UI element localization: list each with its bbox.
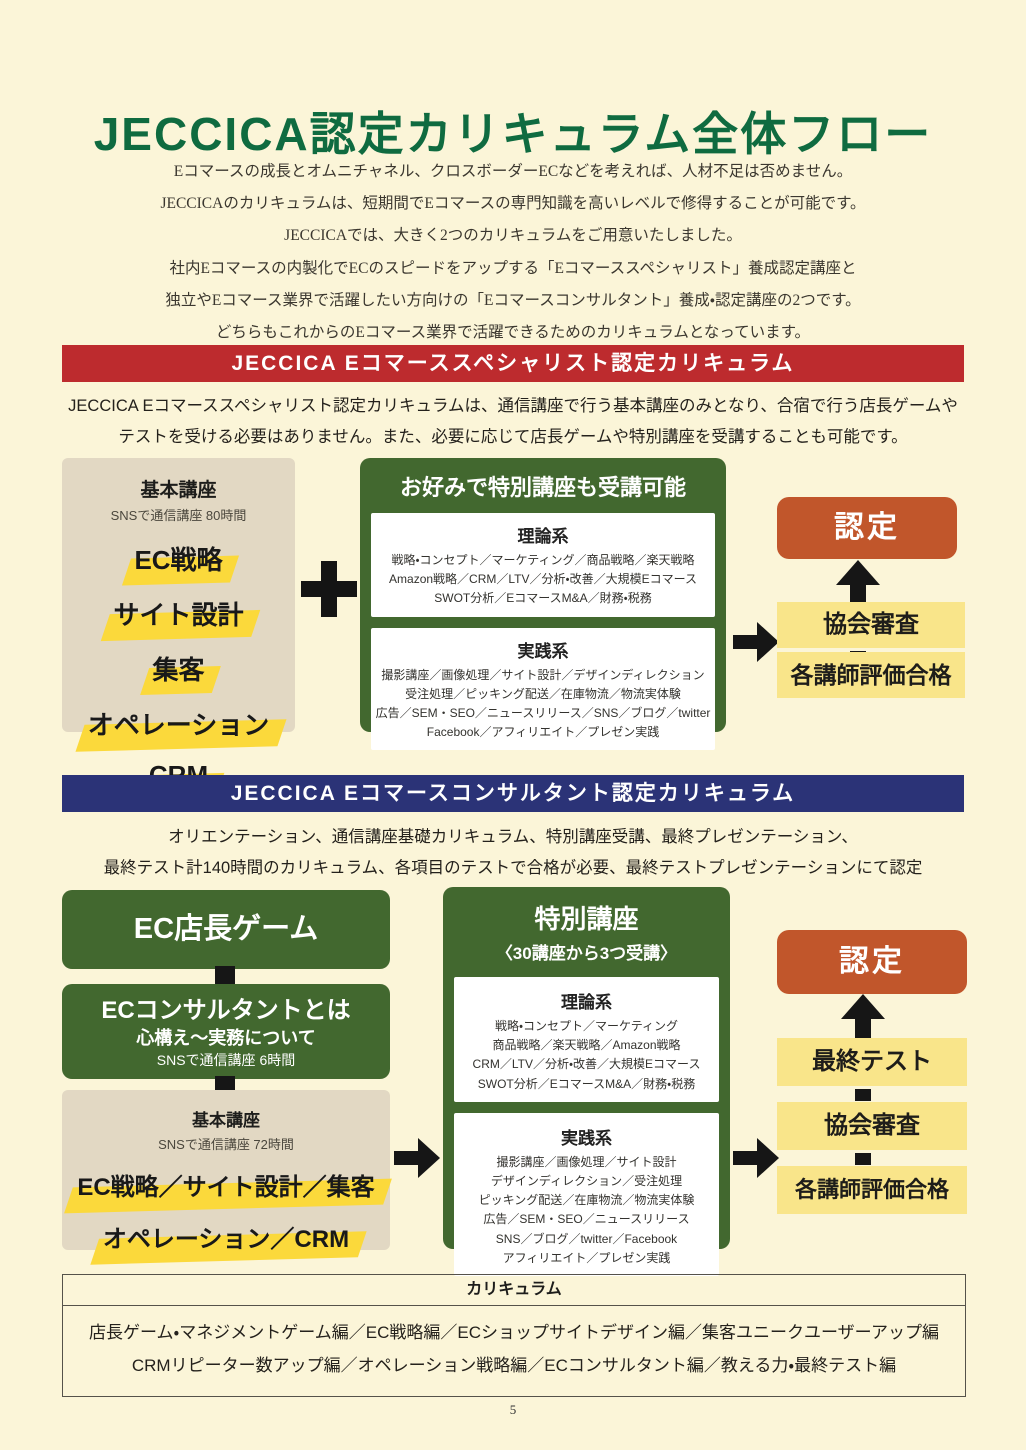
basic-course-hours: SNSで通信講座 80時間	[110, 508, 247, 523]
practice-box: 実践系 撮影講座／画像処理／サイト設計／デザインディレクション 受注処理／ピッキ…	[371, 627, 715, 751]
highlight-marker: オペレーション	[88, 705, 269, 742]
theory-line: SWOT分析／EコマースM&A／財務・税務	[477, 1076, 696, 1091]
basic-course-item-label: オペレーション／CRM	[102, 1226, 350, 1253]
consultant-certification-box: 認定	[777, 930, 967, 994]
theory-line: CRM／LTV／分析・改善／大規模Eコマース	[472, 1057, 701, 1072]
page-number: 5	[509, 1402, 517, 1417]
basic-course-item-label: オペレーション	[87, 710, 270, 740]
ec-game-box: EC店長ゲーム	[62, 890, 390, 969]
intro-line: 独立やEコマース業界で活躍したい方向けの「Eコマースコンサルタント」養成・認定講…	[165, 291, 861, 309]
consultant-description-line: 最終テスト計140時間のカリキュラム、各項目のテストで合格が必要、最終テストプレ…	[103, 858, 923, 877]
practice-line: 広告／SEM・SEO／ニュースリリース	[483, 1212, 690, 1227]
intro-line: JECCICAのカリキュラムは、短期間でEコマースの専門知識を高いレベルで修得す…	[160, 195, 866, 213]
basic-course-item: オペレーション／CRM	[62, 1219, 390, 1254]
arrow-right-icon	[733, 622, 779, 662]
specialist-description-line: テストを受ける必要はありません。また、必要に応じて店長ゲームや特別講座を受講する…	[118, 427, 908, 446]
basic-course-item-label: 集客	[152, 655, 205, 685]
consultant-section-banner: JECCICA Eコマースコンサルタント認定カリキュラム	[62, 775, 964, 812]
theory-line: 商品戦略／楽天戦略／Amazon戦略	[492, 1038, 681, 1053]
special-course-subtitle: 〈30講座から3つ受講〉	[495, 944, 678, 963]
special-course-title: お好みで特別講座も受講可能	[399, 475, 686, 500]
special-course-title: 特別講座	[534, 904, 639, 934]
curriculum-box: カリキュラム 店長ゲーム・マネジメントゲーム編／EC戦略編／ECショップサイトデ…	[62, 1274, 966, 1398]
theory-line: 戦略・コンセプト／マーケティング／商品戦略／楽天戦略	[391, 553, 695, 567]
arrow-up-icon	[841, 994, 885, 1040]
highlight-marker: オペレーション／CRM	[103, 1219, 349, 1254]
specialist-step-kyokai-shinsa: 協会審査	[777, 602, 965, 648]
arrow-right-icon	[394, 1138, 440, 1178]
consultant-intro-title: ECコンサルタントとは	[101, 997, 351, 1024]
specialist-description: JECCICA Eコマーススペシャリスト認定カリキュラムは、通信講座で行う基本講…	[0, 391, 1026, 452]
specialist-step-hyouka-goukaku: 各講師評価合格	[777, 652, 965, 698]
curriculum-line: CRMリピーター数アップ編／オペレーション戦略編／ECコンサルタント編／教える力…	[131, 1356, 897, 1376]
practice-title: 実践系	[561, 1128, 612, 1148]
basic-course-item-label: サイト設計	[113, 600, 244, 630]
practice-line: ピッキング配送／在庫物流／物流実体験	[478, 1193, 695, 1208]
specialist-section-banner: JECCICA Eコマーススペシャリスト認定カリキュラム	[62, 345, 964, 382]
connector-dot	[215, 1076, 235, 1093]
specialist-certification-box: 認定	[777, 497, 957, 559]
intro-line: どちらもこれからのEコマース業界で活躍できるためのカリキュラムとなっています。	[215, 324, 811, 342]
intro-paragraph: Eコマースの成長とオムニチャネル、クロスボーダーECなどを考えれば、人材不足は否…	[0, 156, 1026, 349]
basic-course-item-label: EC戦略／サイト設計／集客	[77, 1174, 375, 1201]
theory-title: 理論系	[517, 527, 569, 546]
theory-line: Amazon戦略／CRM／LTV／分析・改善／大規模Eコマース	[389, 572, 697, 587]
highlight-marker: EC戦略	[134, 540, 222, 577]
practice-line: 撮影講座／画像処理／サイト設計	[496, 1154, 677, 1169]
practice-line: 広告／SEM・SEO／ニュースリリース／SNS／ブログ／twitter	[375, 705, 711, 720]
specialist-description-line: JECCICA Eコマーススペシャリスト認定カリキュラムは、通信講座で行う基本講…	[68, 397, 958, 415]
intro-line: 社内Eコマースの内製化でECのスピードをアップする「Eコマーススペシャリスト」養…	[169, 259, 857, 277]
basic-course-item: 集客	[62, 650, 295, 687]
curriculum-title: カリキュラム	[63, 1275, 965, 1306]
theory-title: 理論系	[561, 993, 612, 1012]
basic-course-item: サイト設計	[62, 595, 295, 632]
basic-course-item: オペレーション	[62, 705, 295, 742]
consultant-step-saishuu-test: 最終テスト	[777, 1038, 967, 1086]
practice-line: 受注処理／ピッキング配送／在庫物流／物流実体験	[405, 686, 681, 701]
basic-course-hours: SNSで通信講座 72時間	[158, 1137, 294, 1152]
arrow-right-icon	[733, 1138, 779, 1178]
consultant-special-course-box: 特別講座 〈30講座から3つ受講〉 理論系 戦略・コンセプト／マーケティング 商…	[443, 887, 730, 1276]
consultant-description-line: オリエンテーション、通信講座基礎カリキュラム、特別講座受講、最終プレゼンテーショ…	[168, 828, 858, 846]
practice-line: SNS／ブログ／twitter／Facebook	[495, 1231, 678, 1246]
page-title: JECCICA認定カリキュラム全体フロー	[0, 107, 1026, 162]
basic-course-title: 基本講座	[140, 480, 217, 501]
connector-dot	[855, 1089, 871, 1101]
consultant-basic-course-box: 基本講座 SNSで通信講座 72時間 EC戦略／サイト設計／集客 オペレーション…	[62, 1090, 390, 1253]
intro-line: Eコマースの成長とオムニチャネル、クロスボーダーECなどを考えれば、人材不足は否…	[173, 163, 853, 180]
theory-box: 理論系 戦略・コンセプト／マーケティング 商品戦略／楽天戦略／Amazon戦略 …	[454, 977, 719, 1102]
theory-line: 戦略・コンセプト／マーケティング	[494, 1019, 679, 1033]
highlight-marker: サイト設計	[113, 595, 243, 632]
practice-box: 実践系 撮影講座／画像処理／サイト設計 デザインディレクション／受注処理 ピッキ…	[454, 1112, 719, 1276]
connector-dot	[855, 1153, 871, 1165]
practice-line: アフィリエイト／プレゼン実践	[502, 1250, 671, 1265]
basic-course-item-label: EC戦略	[134, 545, 223, 575]
consultant-step-kyokai-shinsa: 協会審査	[777, 1102, 967, 1150]
practice-line: 撮影講座／画像処理／サイト設計／デザインディレクション	[381, 667, 705, 682]
highlight-marker: EC戦略／サイト設計／集客	[77, 1167, 374, 1202]
practice-line: Facebook／アフィリエイト／プレゼン実践	[426, 725, 660, 740]
practice-line: デザインディレクション／受注処理	[490, 1173, 683, 1188]
consultant-description: オリエンテーション、通信講座基礎カリキュラム、特別講座受講、最終プレゼンテーショ…	[0, 822, 1026, 883]
consultant-step-hyouka-goukaku: 各講師評価合格	[777, 1166, 967, 1214]
basic-course-item: EC戦略	[62, 540, 295, 577]
theory-line: SWOT分析／EコマースM&A／財務・税務	[434, 591, 652, 606]
specialist-basic-course-box: 基本講座 SNSで通信講座 80時間 EC戦略 サイト設計 集客 オペレーション…	[62, 458, 295, 790]
consultant-intro-subtitle: 心構え〜実務について	[136, 1027, 316, 1048]
specialist-special-course-box: お好みで特別講座も受講可能 理論系 戦略・コンセプト／マーケティング／商品戦略／…	[360, 458, 726, 751]
plus-icon	[301, 561, 357, 617]
basic-course-title: 基本講座	[192, 1111, 260, 1130]
connector-dot	[215, 966, 235, 986]
practice-title: 実践系	[517, 641, 569, 661]
intro-line: JECCICAでは、大きく2つのカリキュラムをご用意いたしました。	[284, 227, 742, 245]
curriculum-line: 店長ゲーム・マネジメントゲーム編／EC戦略編／ECショップサイトデザイン編／集客…	[89, 1323, 939, 1342]
consultant-intro-box: ECコンサルタントとは 心構え〜実務について SNSで通信講座 6時間	[62, 984, 390, 1079]
basic-course-item: EC戦略／サイト設計／集客	[62, 1167, 390, 1202]
consultant-intro-hours: SNSで通信講座 6時間	[156, 1052, 296, 1069]
page-title-japanese: 認定カリキュラム全体フロー	[309, 108, 933, 160]
curriculum-body: 店長ゲーム・マネジメントゲーム編／EC戦略編／ECショップサイトデザイン編／集客…	[63, 1306, 965, 1396]
highlight-marker: 集客	[152, 650, 204, 687]
theory-box: 理論系 戦略・コンセプト／マーケティング／商品戦略／楽天戦略 Amazon戦略／…	[371, 513, 715, 617]
page-title-latin: JECCICA	[93, 107, 310, 160]
